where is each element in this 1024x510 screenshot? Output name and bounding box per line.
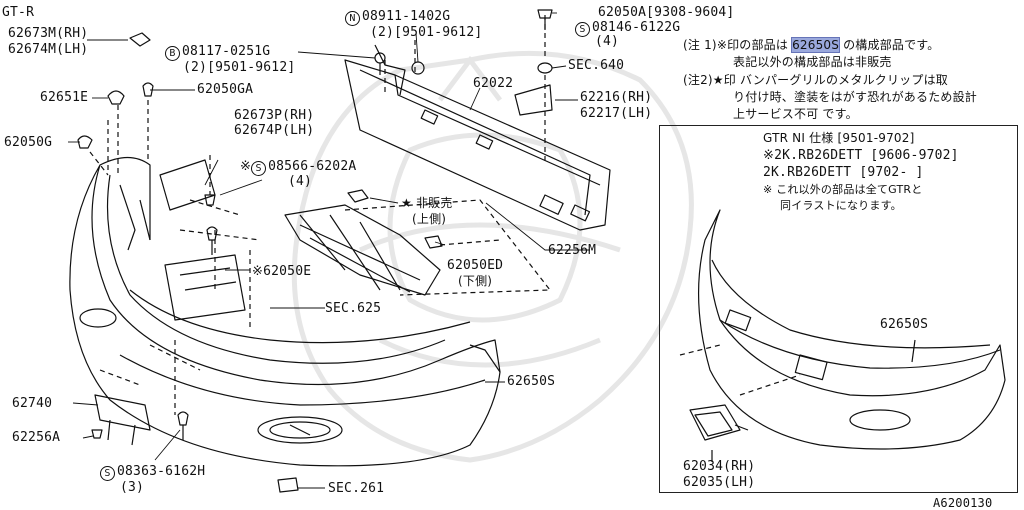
inset-heading: GTR NI 仕様 [9501-9702] [763,131,915,145]
callout-screw-08146-qty: (4) [595,34,620,49]
bumper-grille [284,204,441,296]
note-1-tail: の構成部品です。 [839,38,940,52]
bolt-mark-icon: B [165,46,180,61]
nut-08911-number: 08911-1402G [362,9,451,24]
inset-remark-1: ※ これ以外の部品は全てGTRと [763,183,923,196]
note-1-head: (注 1)※印の部品は [683,38,793,52]
callout-62217: 62217(LH) [580,106,653,121]
inset-callout-62034: 62034(RH) [683,459,756,474]
screw-08363-number: 08363-6162H [117,464,206,479]
inset-remark-2: 同イラストになります。 [780,199,902,212]
callout-not-sold: ★ 非販売 [401,196,453,210]
note-1-line-2: 表記以外の構成部品は非販売 [733,55,892,69]
callout-62050ga: 62050GA [197,82,254,97]
diagram-title: GT-R [2,5,35,20]
callout-screw-08363-qty: (3) [120,480,145,495]
callout-nut-08911-qty: (2)[9501-9612] [370,25,483,40]
inset-callout-62035: 62035(LH) [683,475,756,490]
callout-not-sold-upper: (上側) [412,212,447,226]
callout-62050g: 62050G [4,135,53,150]
bolt-08117-number: 08117-0251G [182,44,271,59]
callout-62650s: 62650S [507,374,556,389]
inset-variant-2: 2K.RB26DETT [9702- ] [763,165,924,180]
callout-62651e: 62651E [40,90,89,105]
callout-62050ed: 62050ED [447,258,504,273]
callout-62216: 62216(RH) [580,90,653,105]
callout-screw-08566-qty: (4) [288,174,313,189]
callout-62050e: ※62050E [252,264,312,279]
figure-id: A6200130 [933,496,993,510]
callout-62674m: 62674M(LH) [8,42,89,57]
variant-inset-box [659,125,1018,493]
note-2-line-1: (注2)★印 バンパーグリルのメタルクリップは取 [683,73,948,87]
inset-bumper-drawing [679,209,1006,462]
watermark-crest [291,50,694,463]
screw-08146-number: 08146-6122G [592,20,681,35]
callout-sec625: SEC.625 [325,301,382,316]
callout-62673p: 62673P(RH) [234,108,315,123]
nut-mark-icon: N [345,11,360,26]
note-1-highlighted-part: 62650S [791,37,841,53]
callout-62674p: 62674P(LH) [234,123,315,138]
note-2-line-2: り付け時、塗装をはがす恐れがあるため設計 [733,90,978,104]
inset-variant-1: ※2K.RB26DETT [9606-9702] [763,148,959,163]
callout-sec261: SEC.261 [328,481,385,496]
callout-62256m: 62256M [548,243,597,258]
screw-mark-icon: S [575,22,590,37]
callout-62256a: 62256A [12,430,61,445]
screw-mark-icon: S [251,161,267,176]
callout-sec640: SEC.640 [568,58,625,73]
note-2-line-3: 上サービス不可 です。 [733,107,858,121]
callout-62050ed-lower: (下側) [458,274,493,288]
screw-08566-prefix: ※ [240,159,252,174]
leader-lines [68,12,590,489]
callout-bolt-08117-qty: (2)[9501-9612] [183,60,296,75]
screw-mark-icon: S [100,466,115,481]
callout-62050a: 62050A[9308-9604] [598,5,735,20]
note-1: (注 1)※印の部品は 62650S の構成部品です。 [683,37,940,53]
screw-08566-number: 08566-6202A [268,159,357,174]
main-bumper-fascia [69,164,501,467]
callout-62673m: 62673M(RH) [8,26,89,41]
callout-62740: 62740 [12,396,53,411]
inset-callout-62650s: 62650S [880,317,929,332]
callout-62022: 62022 [473,76,514,91]
